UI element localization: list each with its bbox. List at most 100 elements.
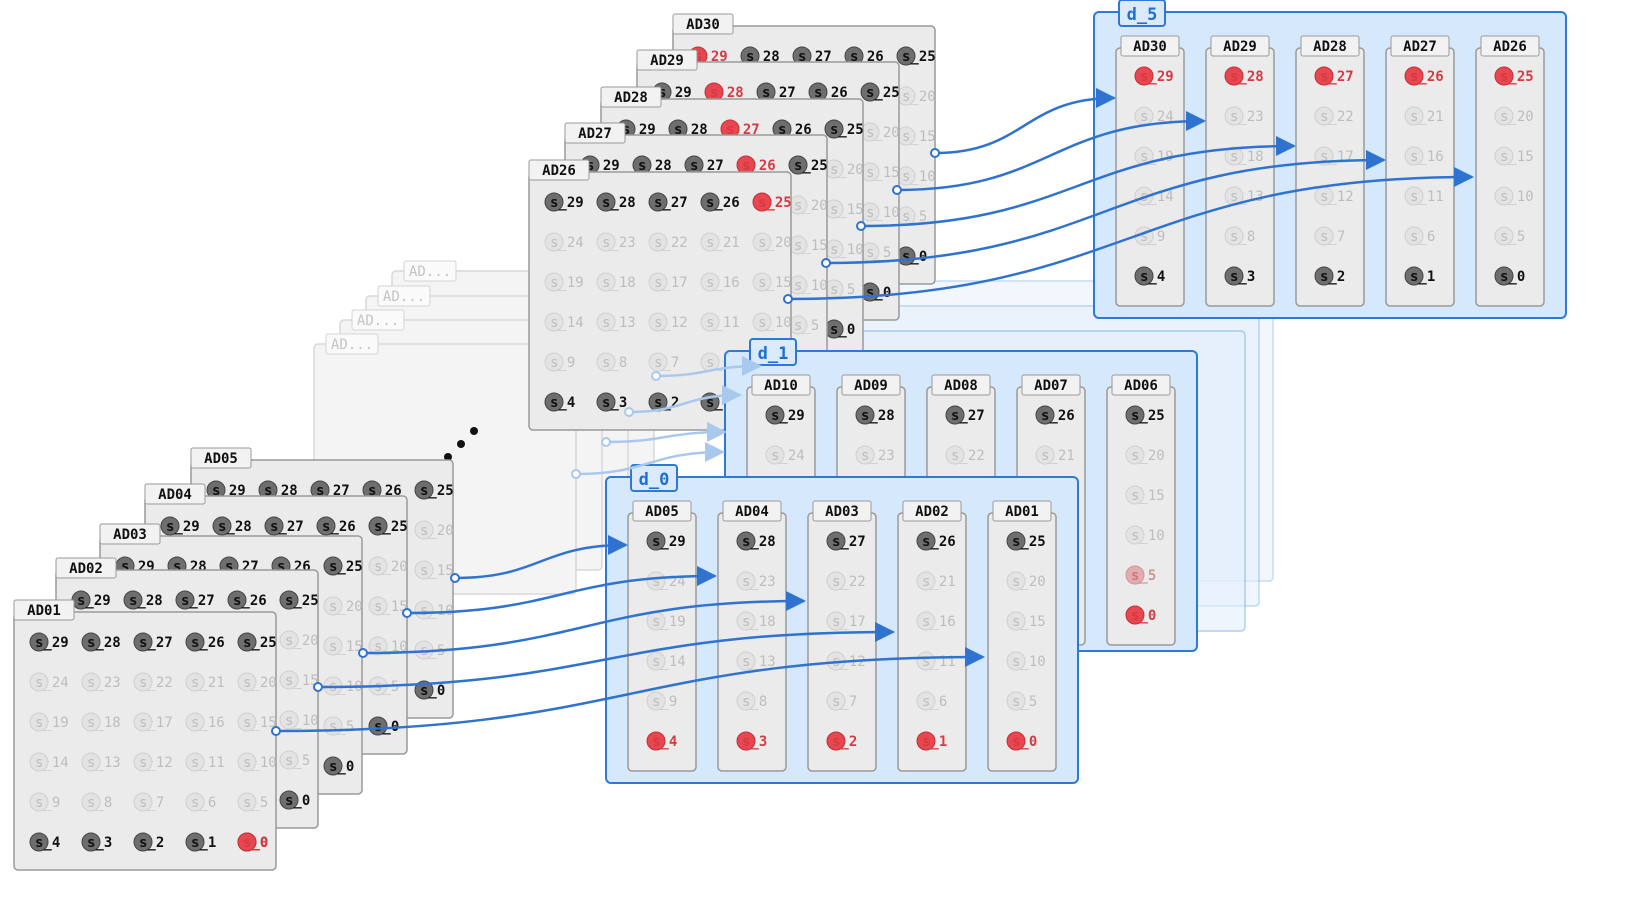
svg-text:s_20: s_20	[830, 162, 864, 178]
svg-text:s_22: s_22	[1320, 109, 1354, 125]
shard-chip: s_18	[736, 611, 776, 631]
shard-chip: s_2	[1314, 266, 1345, 286]
svg-text:AD27: AD27	[1403, 39, 1437, 55]
svg-text:s_9: s_9	[35, 795, 60, 811]
svg-text:s_19: s_19	[35, 715, 69, 731]
shard-chip: s_5	[279, 750, 310, 770]
shard-chip: s_8	[1224, 226, 1255, 246]
svg-text:s_19: s_19	[1140, 149, 1174, 165]
arrows	[271, 88, 1474, 736]
svg-text:s_25: s_25	[1131, 408, 1165, 424]
shard-chip: s_16	[916, 611, 956, 631]
svg-text:s_25: s_25	[1500, 69, 1534, 85]
shard-chip: s_3	[1224, 266, 1255, 286]
shard-chip: s_15	[788, 235, 828, 255]
svg-text:s_29: s_29	[550, 195, 584, 211]
shard-chip: s_4	[646, 731, 677, 751]
svg-text:s_10: s_10	[758, 315, 792, 331]
faint-arrow	[651, 356, 762, 381]
shard-chip: s_12	[648, 312, 688, 332]
ad-card-title: AD05	[190, 447, 252, 469]
svg-text:s_2: s_2	[1320, 269, 1345, 285]
svg-text:s_28: s_28	[129, 593, 163, 609]
shard-chip: s_16	[185, 712, 225, 732]
shard-chip: s_3	[736, 731, 767, 751]
shard-chip: s_10	[279, 710, 319, 730]
d0-panel: d_0AD05s_29s_24s_19s_14s_9s_4AD04s_28s_2…	[605, 464, 1079, 784]
svg-text:s_0: s_0	[285, 793, 310, 809]
svg-text:s_15: s_15	[866, 165, 900, 181]
shard-chip: s_7	[133, 792, 164, 812]
shard-chip: s_25	[237, 632, 277, 652]
svg-text:s_20: s_20	[866, 125, 900, 141]
arrow	[930, 88, 1116, 158]
svg-text:AD05: AD05	[645, 504, 679, 520]
svg-text:s_25: s_25	[830, 122, 864, 138]
shard-chip: s_5	[237, 792, 268, 812]
shard-chip: s_1	[1404, 266, 1435, 286]
shard-chip: s_0	[1494, 266, 1525, 286]
shard-chip: s_10	[752, 312, 792, 332]
shard-chip: s_20	[752, 232, 792, 252]
svg-text:AD29: AD29	[1223, 39, 1257, 55]
arrow	[271, 647, 985, 736]
svg-text:s_24: s_24	[35, 675, 69, 691]
svg-text:AD08: AD08	[944, 378, 978, 394]
ad-card-title: AD28	[600, 86, 662, 108]
ad-card-title: AD27	[564, 122, 626, 144]
shard-chip: s_19	[29, 712, 69, 732]
shard-chip: s_14	[1134, 186, 1174, 206]
arrow	[402, 566, 717, 618]
svg-text:s_7: s_7	[654, 355, 679, 371]
svg-text:s_26: s_26	[368, 483, 402, 499]
svg-text:s_8: s_8	[602, 355, 627, 371]
svg-text:s_5: s_5	[1131, 568, 1156, 584]
shard-chip: s_22	[133, 672, 173, 692]
ad-card-title: AD01	[13, 599, 75, 621]
svg-text:s_15: s_15	[374, 599, 408, 615]
svg-text:s_6: s_6	[191, 795, 216, 811]
svg-text:s_15: s_15	[243, 715, 277, 731]
arrow	[450, 535, 628, 583]
svg-text:s_25: s_25	[285, 593, 319, 609]
shard-chip: s_15	[824, 199, 864, 219]
shard-chip: s_27	[756, 82, 796, 102]
shard-chip: s_23	[855, 445, 895, 465]
svg-text:s_27: s_27	[139, 635, 173, 651]
svg-text:AD26: AD26	[1493, 39, 1527, 55]
shard-chip: s_25	[788, 155, 828, 175]
svg-text:s_4: s_4	[35, 835, 60, 851]
svg-text:s_14: s_14	[550, 315, 584, 331]
shard-chip: s_20	[896, 86, 936, 106]
svg-text:s_10: s_10	[374, 639, 408, 655]
shard-chip: s_25	[752, 192, 792, 212]
shard-chip: s_28	[855, 405, 895, 425]
shard-chip: s_6	[185, 792, 216, 812]
faded-ad-label: AD...	[383, 289, 425, 305]
shard-chip: s_28	[212, 516, 252, 536]
svg-text:s_20: s_20	[1500, 109, 1534, 125]
svg-text:s_14: s_14	[35, 755, 69, 771]
svg-text:s_1: s_1	[1410, 269, 1435, 285]
shard-chip: s_26	[1035, 405, 1075, 425]
svg-text:s_29: s_29	[694, 49, 728, 65]
svg-text:s_24: s_24	[1140, 109, 1174, 125]
shard-chip: s_19	[1134, 146, 1174, 166]
svg-text:s_26: s_26	[706, 195, 740, 211]
arrow	[783, 167, 1474, 304]
svg-text:AD04: AD04	[735, 504, 769, 520]
shard-chip: s_5	[860, 242, 891, 262]
shard-chip: s_21	[700, 232, 740, 252]
svg-text:AD06: AD06	[1124, 378, 1158, 394]
shard-chip: s_25	[896, 46, 936, 66]
svg-text:s_3: s_3	[87, 835, 112, 851]
svg-text:s_11: s_11	[706, 315, 740, 331]
d-column-title: AD06	[1111, 374, 1171, 396]
shard-chip: s_4	[544, 392, 575, 412]
svg-text:s_26: s_26	[191, 635, 225, 651]
d-panel-label: d_1	[758, 344, 789, 364]
